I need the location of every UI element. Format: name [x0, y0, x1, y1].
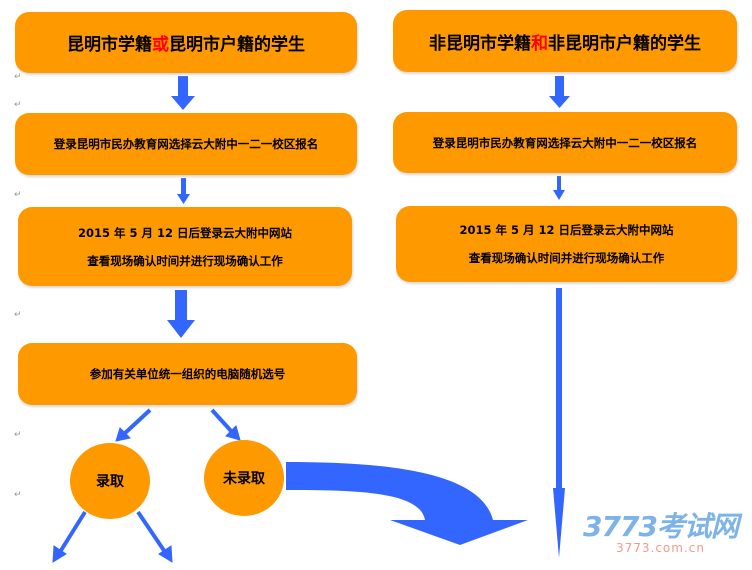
lottery-box: 参加有关单位统一组织的电脑随机选号: [18, 343, 357, 405]
paragraph-mark: ↵: [14, 490, 22, 500]
lottery-text: 参加有关单位统一组织的电脑随机选号: [89, 367, 286, 381]
not-admitted-circle: 未录取: [204, 440, 284, 516]
left-register-text: 登录昆明市民办教育网选择云大附中一二一校区报名: [53, 137, 319, 151]
right-register-text: 登录昆明市民办教育网选择云大附中一二一校区报名: [432, 135, 698, 150]
arrow-left-3: [167, 290, 195, 338]
right-confirm-line2: 查看现场确认时间并进行现场确认工作: [468, 251, 665, 265]
highlight-or: 或: [152, 35, 169, 55]
left-confirm-box: 2015 年 5 月 12 日后登录云大附中网站 查看现场确认时间并进行现场确认…: [18, 207, 352, 286]
watermark: 3773考试网 3773.com.cn: [583, 505, 739, 555]
left-confirm-line1: 2015 年 5 月 12 日后登录云大附中网站: [77, 225, 293, 240]
right-start-text: 非昆明市学籍: [429, 33, 531, 54]
highlight-and: 和: [531, 33, 548, 54]
admitted-circle: 录取: [70, 443, 150, 519]
left-start-text: 昆明市学籍: [67, 35, 152, 55]
arrow-to-admitted: [122, 408, 152, 436]
arrow-admitted-left: [58, 510, 87, 554]
paragraph-mark: ↵: [14, 430, 22, 440]
right-register-box: 登录昆明市民办教育网选择云大附中一二一校区报名: [393, 112, 737, 173]
arrow-left-1: [171, 76, 195, 110]
arrow-right-long: [553, 288, 565, 558]
right-start-box: 非昆明市学籍和非昆明市户籍的学生: [393, 10, 737, 72]
arrow-admitted-right: [136, 510, 167, 554]
arrow-to-not-admitted: [210, 408, 234, 434]
arrow-left-2: [177, 178, 190, 204]
paragraph-mark: ↵: [14, 190, 22, 200]
arrow-right-2: [553, 176, 565, 200]
right-start-text-2: 非昆明市户籍的学生: [548, 33, 701, 54]
left-confirm-line2: 查看现场确认时间并进行现场确认工作: [87, 253, 283, 268]
right-confirm-line1: 2015 年 5 月 12 日后登录云大附中网站: [459, 223, 674, 237]
left-register-box: 登录昆明市民办教育网选择云大附中一二一校区报名: [15, 113, 357, 175]
big-curved-arrow: [286, 462, 528, 545]
admitted-text: 录取: [96, 474, 124, 490]
paragraph-mark: ↵: [14, 310, 22, 320]
left-start-text-2: 昆明市户籍的学生: [169, 35, 305, 55]
right-confirm-box: 2015 年 5 月 12 日后登录云大附中网站 查看现场确认时间并进行现场确认…: [396, 206, 737, 282]
paragraph-mark: ↵: [14, 72, 22, 82]
arrow-right-1: [549, 76, 570, 108]
not-admitted-text: 未录取: [223, 471, 265, 487]
left-start-box: 昆明市学籍或昆明市户籍的学生: [15, 12, 357, 73]
watermark-url: 3773.com.cn: [615, 541, 705, 555]
paragraph-mark: ↵: [14, 100, 22, 110]
watermark-logo: 3773考试网: [583, 510, 739, 543]
